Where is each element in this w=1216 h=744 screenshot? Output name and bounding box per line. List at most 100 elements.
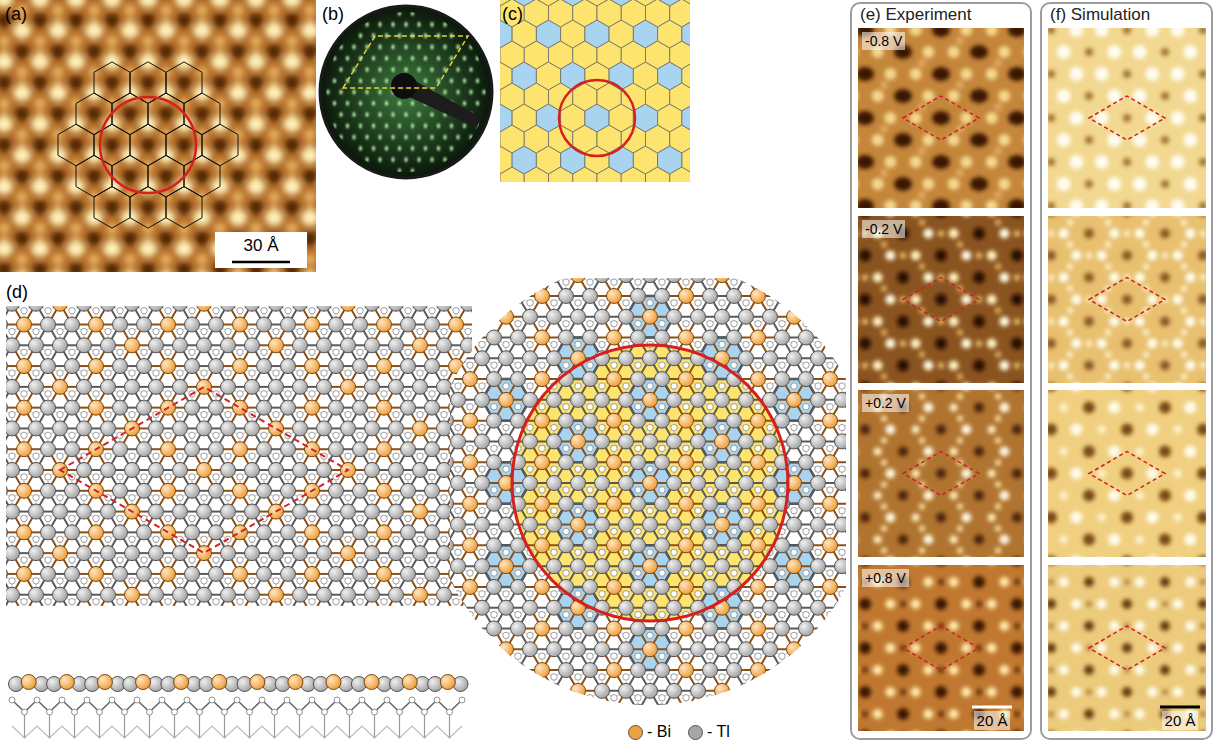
substrate-atom bbox=[321, 328, 327, 334]
substrate-atom bbox=[249, 578, 255, 584]
stm-image bbox=[73, 48, 79, 54]
substrate-atom bbox=[369, 453, 375, 459]
stm-image bbox=[289, 48, 295, 54]
substrate-atom bbox=[201, 370, 207, 376]
stm-image bbox=[33, 263, 47, 272]
stm-image bbox=[142, 35, 154, 47]
substrate-atom bbox=[333, 349, 339, 355]
substrate-atom bbox=[369, 328, 375, 334]
leed-pattern bbox=[392, 67, 395, 72]
stm-image bbox=[88, 253, 100, 265]
leed-pattern bbox=[418, 22, 421, 27]
stm-image bbox=[16, 66, 28, 78]
stm-image bbox=[271, 204, 277, 210]
stm-image bbox=[127, 17, 133, 23]
stm-image bbox=[301, 210, 316, 226]
substrate-atom bbox=[153, 536, 159, 542]
substrate-atom bbox=[405, 598, 411, 604]
substrate-atom bbox=[393, 370, 399, 376]
stm-image bbox=[285, 138, 299, 152]
stm-image bbox=[177, 76, 191, 90]
stm-image bbox=[229, 23, 247, 39]
stm-image bbox=[213, 200, 227, 214]
stm-image bbox=[91, 267, 97, 272]
stm-image bbox=[271, 17, 277, 23]
substrate-atom bbox=[285, 474, 291, 480]
stm-image bbox=[163, 267, 169, 272]
leed-pattern bbox=[379, 22, 382, 27]
leed-pattern bbox=[379, 134, 382, 139]
leed-pattern bbox=[398, 56, 401, 61]
substrate-atom bbox=[273, 370, 279, 376]
substrate-atom bbox=[177, 495, 183, 501]
substrate-atom bbox=[333, 557, 339, 563]
stm-image bbox=[265, 210, 283, 226]
substrate-atom bbox=[117, 307, 123, 313]
substrate-atom bbox=[117, 515, 123, 521]
leed-pattern bbox=[343, 36, 468, 88]
substrate-atom bbox=[261, 432, 267, 438]
stm-image bbox=[199, 17, 205, 23]
stm-image bbox=[0, 138, 11, 152]
substrate-atom bbox=[105, 578, 111, 584]
substrate-atom bbox=[165, 391, 171, 397]
stm-image bbox=[268, 4, 280, 16]
substrate-atom bbox=[177, 453, 183, 459]
leed-pattern bbox=[444, 157, 447, 162]
substrate-atom bbox=[45, 307, 51, 313]
stm-image bbox=[34, 222, 46, 234]
leed-pattern bbox=[431, 157, 434, 162]
stm-image bbox=[15, 232, 29, 246]
stm-image bbox=[177, 263, 191, 272]
substrate-atom bbox=[261, 598, 267, 604]
stm-image bbox=[235, 17, 241, 23]
substrate-atom bbox=[129, 495, 135, 501]
substrate-atom bbox=[225, 411, 231, 417]
substrate-atom bbox=[261, 474, 267, 480]
stm-image bbox=[181, 48, 187, 54]
substrate-atom bbox=[417, 453, 423, 459]
leed-pattern bbox=[372, 101, 375, 106]
substrate-atom bbox=[141, 474, 147, 480]
stm-image bbox=[15, 44, 29, 58]
stm-image bbox=[141, 13, 155, 27]
stm-image bbox=[103, 241, 121, 257]
hexagon-overlay bbox=[94, 62, 130, 104]
leed-pattern bbox=[359, 33, 362, 38]
stm-image bbox=[177, 13, 191, 27]
stm-image bbox=[105, 76, 119, 90]
leed-pattern bbox=[398, 11, 401, 16]
substrate-atom bbox=[21, 432, 27, 438]
substrate-atom bbox=[369, 495, 375, 501]
substrate-atom bbox=[141, 349, 147, 355]
substrate-atom bbox=[69, 515, 75, 521]
substrate-atom bbox=[213, 432, 219, 438]
leed-pattern bbox=[476, 78, 479, 83]
stm-image bbox=[105, 200, 119, 214]
stm-image bbox=[37, 48, 43, 54]
leed-pattern bbox=[450, 56, 453, 61]
stm-image bbox=[123, 232, 137, 246]
substrate-atom bbox=[93, 307, 99, 313]
stm-image bbox=[37, 173, 43, 179]
substrate-atom bbox=[237, 432, 243, 438]
substrate-atom bbox=[201, 578, 207, 584]
substrate-atom bbox=[453, 307, 459, 313]
substrate-atom bbox=[357, 307, 363, 313]
substrate-atom bbox=[33, 328, 39, 334]
stm-image bbox=[159, 169, 173, 183]
substrate-atom bbox=[345, 411, 351, 417]
hexagon-overlay bbox=[202, 124, 238, 166]
substrate-atom bbox=[213, 598, 219, 604]
stm-image bbox=[253, 111, 259, 117]
stm-image bbox=[268, 66, 280, 78]
stm-image bbox=[0, 0, 316, 272]
leed-pattern bbox=[463, 123, 466, 128]
substrate-atom bbox=[297, 411, 303, 417]
leed-pattern bbox=[359, 146, 362, 151]
substrate-atom bbox=[21, 515, 27, 521]
stm-image bbox=[19, 80, 25, 86]
substrate-atom bbox=[9, 411, 15, 417]
substrate-atom bbox=[33, 370, 39, 376]
stm-image bbox=[16, 191, 28, 203]
